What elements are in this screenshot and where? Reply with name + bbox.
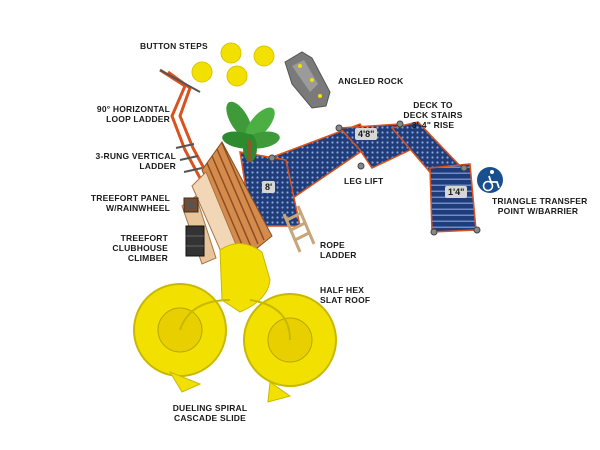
dimension-deck-left: 8'	[262, 181, 276, 193]
label-button-steps: BUTTON STEPS	[140, 41, 208, 51]
label-angled-rock: ANGLED ROCK	[338, 76, 404, 86]
label-rope-ladder: ROPE LADDER	[320, 240, 357, 260]
posts	[268, 120, 481, 236]
label-horizontal-loop-ladder: 90° HORIZONTAL LOOP LADDER	[96, 104, 170, 124]
rope-ladder	[282, 205, 316, 253]
spiral-slides	[133, 243, 337, 403]
label-treefort-panel: TREEFORT PANEL W/RAINWHEEL	[90, 193, 170, 213]
label-clubhouse-climber: TREEFORT CLUBHOUSE CLIMBER	[112, 233, 168, 263]
label-leg-lift: LEG LIFT	[344, 176, 384, 186]
dimension-deck-center: 4'8"	[355, 128, 378, 140]
palm-tree	[222, 101, 280, 162]
button-steps	[191, 42, 275, 87]
vertical-ladder	[175, 143, 203, 173]
label-dueling-spiral-slide: DUELING SPIRAL CASCADE SLIDE	[172, 403, 248, 423]
dimension-deck-right: 1'4"	[445, 186, 468, 198]
angled-rock	[284, 51, 331, 109]
label-vertical-ladder: 3-RUNG VERTICAL LADDER	[95, 151, 176, 171]
label-half-hex-slat-roof: HALF HEX SLAT ROOF	[320, 285, 371, 305]
wheelchair-accessibility-icon	[477, 167, 503, 193]
label-triangle-transfer: TRIANGLE TRANSFER POINT W/BARRIER	[492, 196, 588, 216]
label-deck-stairs: DECK TO DECK STAIRS 3'-4" RISE	[403, 100, 463, 130]
